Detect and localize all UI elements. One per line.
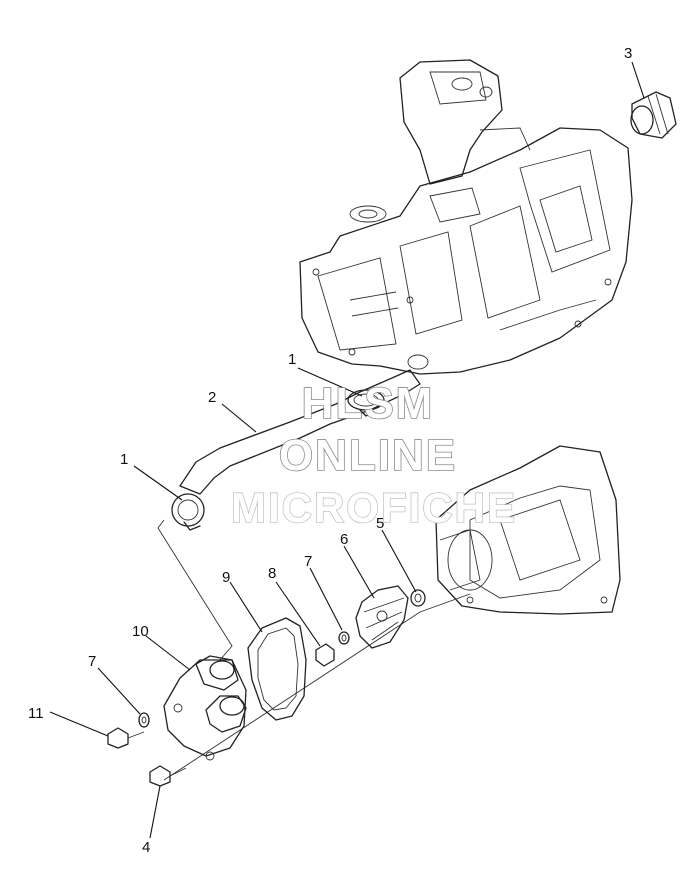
callout-8: 8 [268,565,276,582]
part-7-washer-left [138,712,150,728]
assembly-axis-line [163,593,471,781]
callout-11: 11 [28,705,44,722]
callouts: 3 1 2 1 6 5 9 8 7 10 7 11 4 [28,45,632,856]
watermark-line-1: HLSM [302,379,435,428]
callout-7-right: 7 [304,553,312,570]
crankcase-assembly [435,445,621,615]
part-11-bolt [107,727,145,749]
callout-3: 3 [624,45,632,62]
callout-1-lower: 1 [120,451,128,468]
part-2-hose [179,369,421,495]
part-1-clamp-upper [347,389,385,417]
cylinder-head-assembly [299,59,633,375]
part-8-plug [315,643,335,667]
part-4-bolt [149,765,187,787]
callout-2: 2 [208,389,216,406]
part-10-pump-cover [163,655,247,761]
part-6-impeller [355,585,409,649]
part-1-clamp-lower [171,493,205,531]
callout-6: 6 [340,531,348,548]
watermark: HLSM ONLINE MICROFICHE [230,378,517,532]
callout-9: 9 [222,569,230,586]
part-9-gasket [247,617,307,721]
callout-5: 5 [376,515,384,532]
leader-lines [49,61,645,839]
watermark-line-3: MICROFICHE [231,484,517,531]
callout-1-upper: 1 [288,351,296,368]
watermark-line-2: ONLINE [279,431,457,480]
callout-10: 10 [132,623,149,640]
callout-4: 4 [142,839,150,856]
callout-7-left: 7 [88,653,96,670]
hose-routing-line [157,519,233,661]
part-3-cap [630,91,677,139]
part-5-seal [410,589,426,607]
part-7-washer-right [338,631,350,645]
